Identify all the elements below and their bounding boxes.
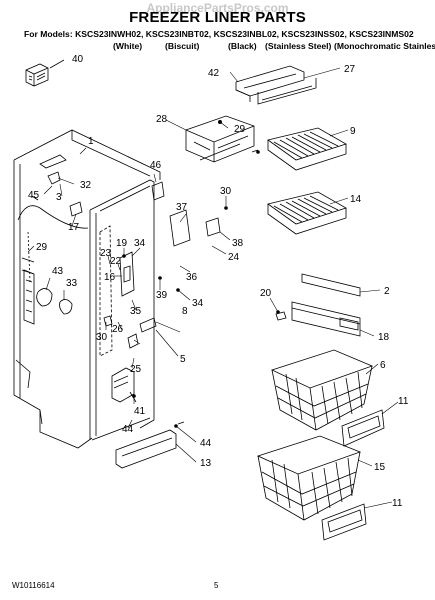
label-11-top: 11 <box>398 396 409 407</box>
page-number: 5 <box>214 581 219 590</box>
color-stainless: (Stainless Steel) <box>265 41 332 51</box>
label-42: 42 <box>208 68 220 79</box>
label-14: 14 <box>350 194 362 205</box>
part-labels: 40 1 32 45 3 17 29 43 33 46 37 19 34 23 … <box>28 54 409 509</box>
part-28-bracket <box>185 115 259 163</box>
leader-lines <box>27 67 399 509</box>
label-19: 19 <box>116 238 128 249</box>
color-biscuit: (Biscuit) <box>165 41 200 51</box>
label-34b: 34 <box>192 298 204 309</box>
label-29: 29 <box>36 242 48 253</box>
label-28: 28 <box>156 114 168 125</box>
label-5: 5 <box>180 354 186 365</box>
label-25: 25 <box>130 364 142 375</box>
part-40-cover <box>25 59 65 87</box>
label-22: 22 <box>110 256 122 267</box>
label-6: 6 <box>380 360 386 371</box>
part-11-handle-bottom <box>321 503 367 541</box>
label-46: 46 <box>150 160 162 171</box>
label-35: 35 <box>130 306 142 317</box>
label-16: 16 <box>104 272 116 283</box>
part-1-liner <box>13 129 177 469</box>
label-2: 2 <box>384 286 390 297</box>
label-24: 24 <box>228 252 240 263</box>
screws <box>122 120 280 428</box>
part-11-handle-top <box>341 409 385 447</box>
label-44b: 44 <box>200 438 212 449</box>
label-8: 8 <box>182 306 188 317</box>
label-30: 30 <box>96 332 108 343</box>
label-11-bottom: 11 <box>392 498 403 509</box>
part-14-shelf <box>267 191 347 235</box>
label-23: 23 <box>100 248 112 259</box>
label-44: 44 <box>122 424 134 435</box>
label-18: 18 <box>378 332 390 343</box>
small-parts <box>139 181 287 425</box>
label-30b: 30 <box>220 186 232 197</box>
doc-number: W10116614 <box>12 581 55 590</box>
label-3: 3 <box>56 192 62 203</box>
label-27: 27 <box>344 64 356 75</box>
label-15: 15 <box>374 462 386 473</box>
part-6-basket <box>270 349 374 431</box>
label-40: 40 <box>72 54 84 65</box>
label-39: 39 <box>156 290 168 301</box>
label-33: 33 <box>66 278 78 289</box>
label-9: 9 <box>350 126 356 137</box>
label-45: 45 <box>28 190 40 201</box>
page-title: FREEZER LINER PARTS <box>129 9 306 26</box>
label-13: 13 <box>200 458 212 469</box>
label-38: 38 <box>232 238 244 249</box>
part-18-rail <box>291 301 361 337</box>
label-34: 34 <box>134 238 146 249</box>
part-42-27-cover <box>235 65 317 105</box>
label-36: 36 <box>186 272 198 283</box>
diagram-lines <box>13 59 399 541</box>
label-26: 26 <box>112 324 124 335</box>
label-32: 32 <box>80 180 92 191</box>
color-monochromatic: (Monochromatic Stainless) <box>334 41 435 51</box>
color-white: (White) <box>113 41 143 51</box>
part-15-basket <box>256 435 362 521</box>
color-black: (Black) <box>228 41 257 51</box>
watermark: AppliancePartsPros.com <box>146 1 289 15</box>
label-43: 43 <box>52 266 64 277</box>
label-17: 17 <box>68 222 80 233</box>
label-37: 37 <box>176 202 188 213</box>
label-1: 1 <box>88 136 94 147</box>
label-29b: 29 <box>234 124 246 135</box>
part-9-shelf <box>267 127 347 171</box>
label-41: 41 <box>134 406 146 417</box>
models-line: For Models: KSCS23INWH02, KSCS23INBT02, … <box>24 29 414 39</box>
part-2-rail <box>301 273 361 297</box>
label-20: 20 <box>260 288 272 299</box>
